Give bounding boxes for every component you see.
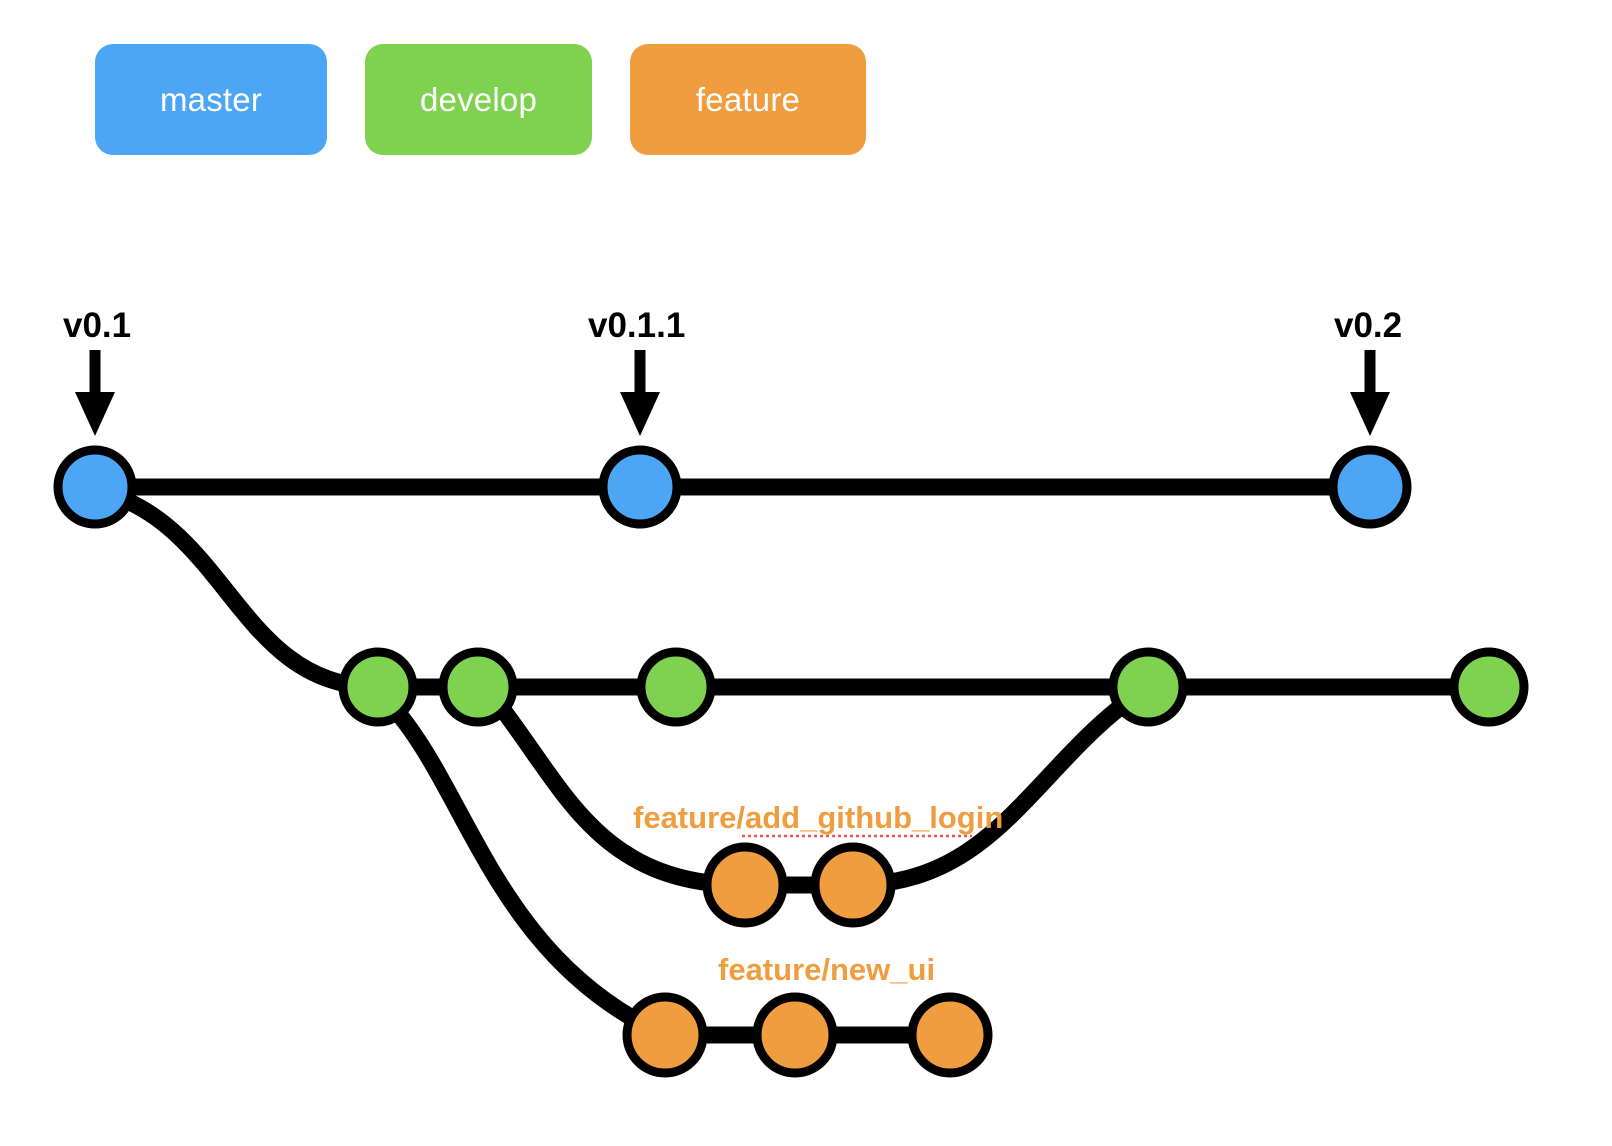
tag-arrow-head-v02 [1350, 392, 1390, 436]
commit-node-feature-new-ui-3[interactable] [907, 992, 993, 1078]
develop-commit-nodes [338, 647, 1529, 727]
commit-node-feature-add-github-login-1[interactable] [702, 842, 788, 928]
legend-chip-master[interactable]: master [95, 44, 327, 155]
tag-arrow-head-v01 [75, 392, 115, 436]
branch-name-labels: feature/add_github_login feature/new_ui [633, 800, 1003, 987]
commit-node-feature-add-github-login-2[interactable] [810, 842, 896, 928]
commit-node-master-v02[interactable] [1328, 445, 1412, 529]
edge-master-to-develop [109, 488, 387, 696]
commit-node-develop-5[interactable] [1449, 647, 1529, 727]
commit-node-feature-new-ui-2[interactable] [752, 992, 838, 1078]
master-commit-nodes [53, 445, 1412, 529]
legend-chip-develop[interactable]: develop [365, 44, 592, 155]
commit-node-feature-new-ui-1[interactable] [622, 992, 708, 1078]
commit-node-develop-4[interactable] [1108, 647, 1188, 727]
tag-label-v02: v0.2 [1334, 306, 1402, 345]
edge-develop-to-feature-add-github-login [491, 697, 754, 894]
version-tag-arrows [75, 350, 1390, 436]
edge-develop-to-feature-new-ui [389, 704, 674, 1044]
version-tag-labels: v0.1 v0.1.1 v0.2 [63, 306, 1402, 345]
legend-chip-feature[interactable]: feature [630, 44, 866, 155]
branch-legend: master develop feature [95, 44, 866, 155]
feature-new-ui-nodes [622, 992, 993, 1078]
commit-node-develop-3[interactable] [636, 647, 716, 727]
feature-add-github-login-nodes [702, 842, 896, 928]
branch-label-new-ui: feature/new_ui [718, 952, 935, 987]
branch-label-add-github-login: feature/add_github_login [633, 800, 1003, 835]
graph-edges [86, 478, 1498, 1044]
tag-arrow-head-v011 [620, 392, 660, 436]
edge-feature-add-github-login-merge [844, 678, 1157, 894]
commit-node-master-v01[interactable] [53, 445, 137, 529]
commit-node-master-v011[interactable] [598, 445, 682, 529]
commit-node-develop-2[interactable] [438, 647, 518, 727]
tag-label-v011: v0.1.1 [588, 306, 685, 345]
tag-label-v01: v0.1 [63, 306, 131, 345]
commit-node-develop-1[interactable] [338, 647, 418, 727]
